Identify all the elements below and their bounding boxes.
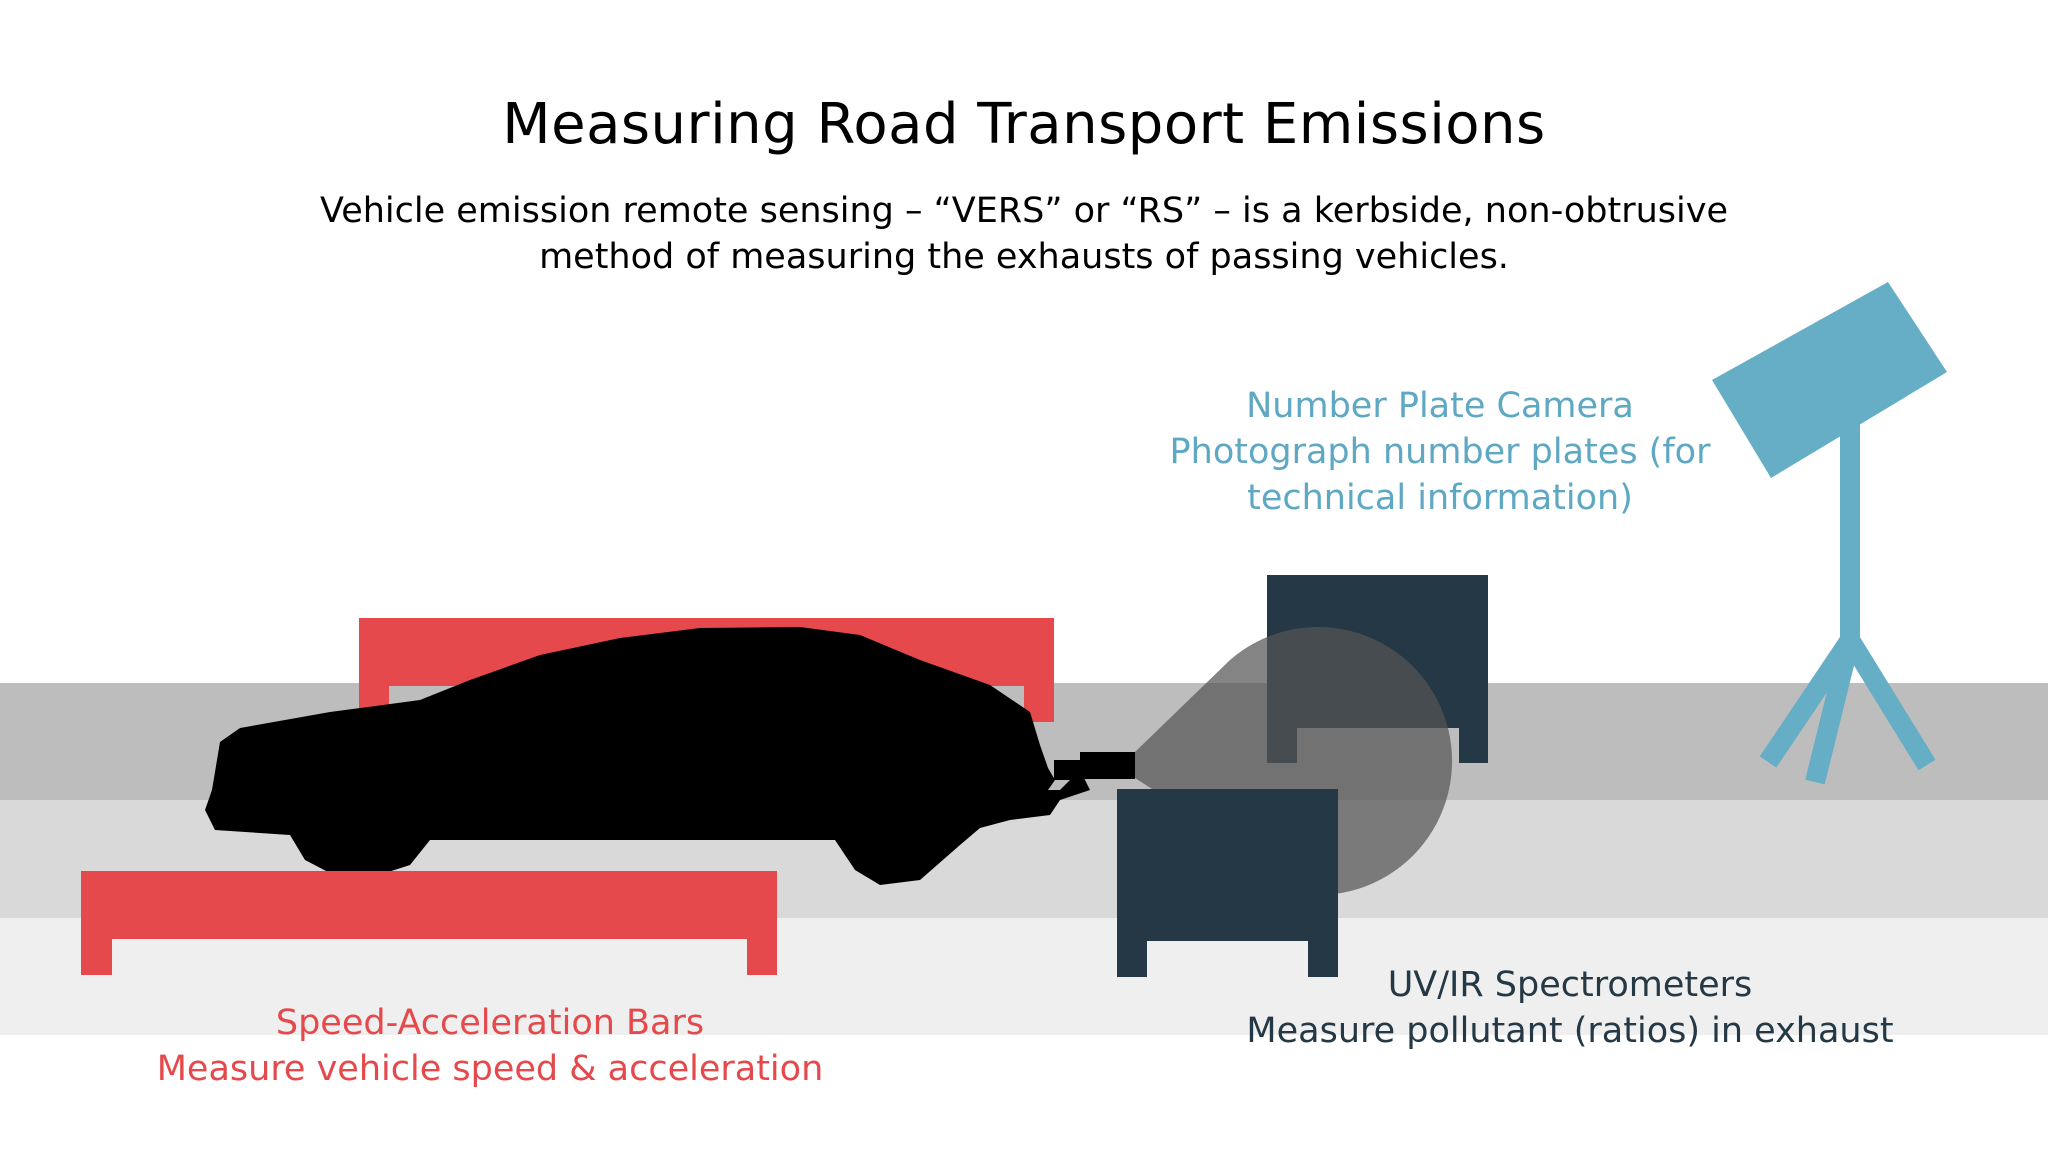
speed-bars-label: Speed-Acceleration Bars Measure vehicle … (140, 1000, 840, 1092)
speed-bar-front (81, 871, 777, 975)
speed-bars-label-heading: Speed-Acceleration Bars (275, 1003, 705, 1043)
spectrometer-front (1117, 789, 1338, 977)
speed-bars-label-line1: Measure vehicle speed & acceleration (156, 1049, 824, 1089)
spectrometers-label-line1: Measure pollutant (ratios) in exhaust (1246, 1011, 1894, 1051)
camera-label: Number Plate Camera Photograph number pl… (1150, 383, 1730, 521)
camera-label-line2: technical information) (1247, 478, 1633, 518)
camera-label-line1: Photograph number plates (for (1169, 432, 1711, 472)
number-plate-camera (1712, 282, 1947, 785)
spectrometers-label-heading: UV/IR Spectrometers (1387, 965, 1753, 1005)
car-silhouette (205, 627, 1090, 885)
camera-label-heading: Number Plate Camera (1246, 386, 1634, 426)
camera-body (1712, 282, 1947, 478)
exhaust-pipe-mount (1054, 760, 1084, 780)
spectrometers-label: UV/IR Spectrometers Measure pollutant (r… (1220, 962, 1920, 1054)
exhaust-pipe (1080, 752, 1135, 779)
page-subtitle: Vehicle emission remote sensing – “VERS”… (319, 191, 1728, 277)
camera-tripod-leg-right (1841, 634, 1936, 771)
camera-tripod-leg-middle (1805, 637, 1860, 785)
page-title: Measuring Road Transport Emissions (502, 92, 1546, 157)
